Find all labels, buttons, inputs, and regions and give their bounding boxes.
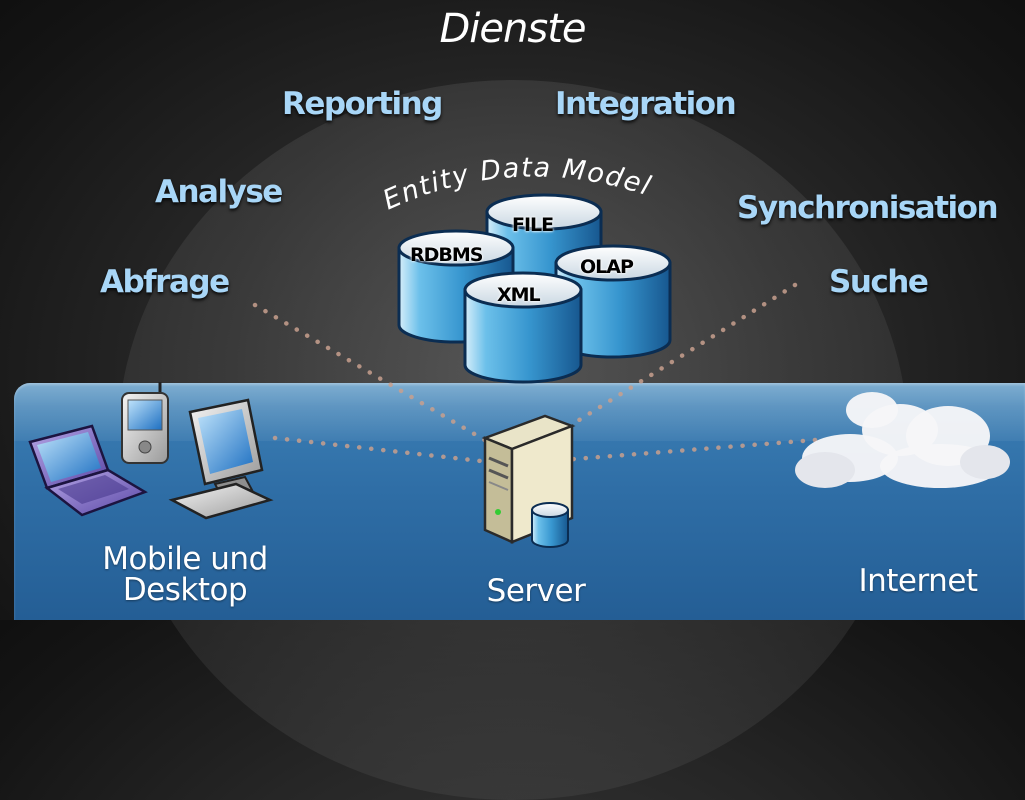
tier-server-caption: Server — [486, 573, 586, 609]
pda-icon — [121, 382, 169, 464]
devices-icons — [28, 382, 1010, 548]
tier-mobile-desktop-caption: Mobile und Desktop — [70, 544, 300, 606]
store-xml-label: XML — [497, 284, 541, 306]
tier-mobile-line2: Desktop — [122, 572, 248, 608]
service-analyse: Analyse — [155, 174, 283, 210]
connector-lines — [252, 282, 818, 465]
service-integration: Integration — [555, 86, 737, 122]
database-icon — [531, 502, 569, 548]
store-file-label: FILE — [512, 214, 554, 236]
diagram-canvas: Dienste Reporting Integration Analyse Sy… — [14, 6, 1025, 800]
service-synchronisation: Synchronisation — [737, 190, 999, 226]
server-icon — [481, 414, 576, 544]
monitor-icon — [168, 398, 274, 520]
connector-suche-server — [525, 282, 798, 455]
laptop-icon — [28, 424, 148, 517]
database-icon-xml — [463, 271, 583, 384]
database-icon-olap — [554, 244, 672, 359]
tier-internet-caption: Internet — [858, 563, 978, 599]
service-suche: Suche — [829, 264, 929, 300]
store-rdbms-label: RDBMS — [410, 244, 483, 266]
service-abfrage: Abfrage — [100, 264, 230, 300]
connector-abfrage-server — [252, 302, 508, 455]
data-store-cylinders — [397, 193, 672, 384]
tier-mobile-line1: Mobile und — [102, 541, 268, 577]
store-olap-label: OLAP — [580, 256, 634, 278]
diagram-title: Dienste — [439, 6, 586, 52]
service-reporting: Reporting — [282, 86, 443, 122]
cloud-icon — [795, 392, 1010, 488]
connector-devices-server — [272, 435, 493, 465]
